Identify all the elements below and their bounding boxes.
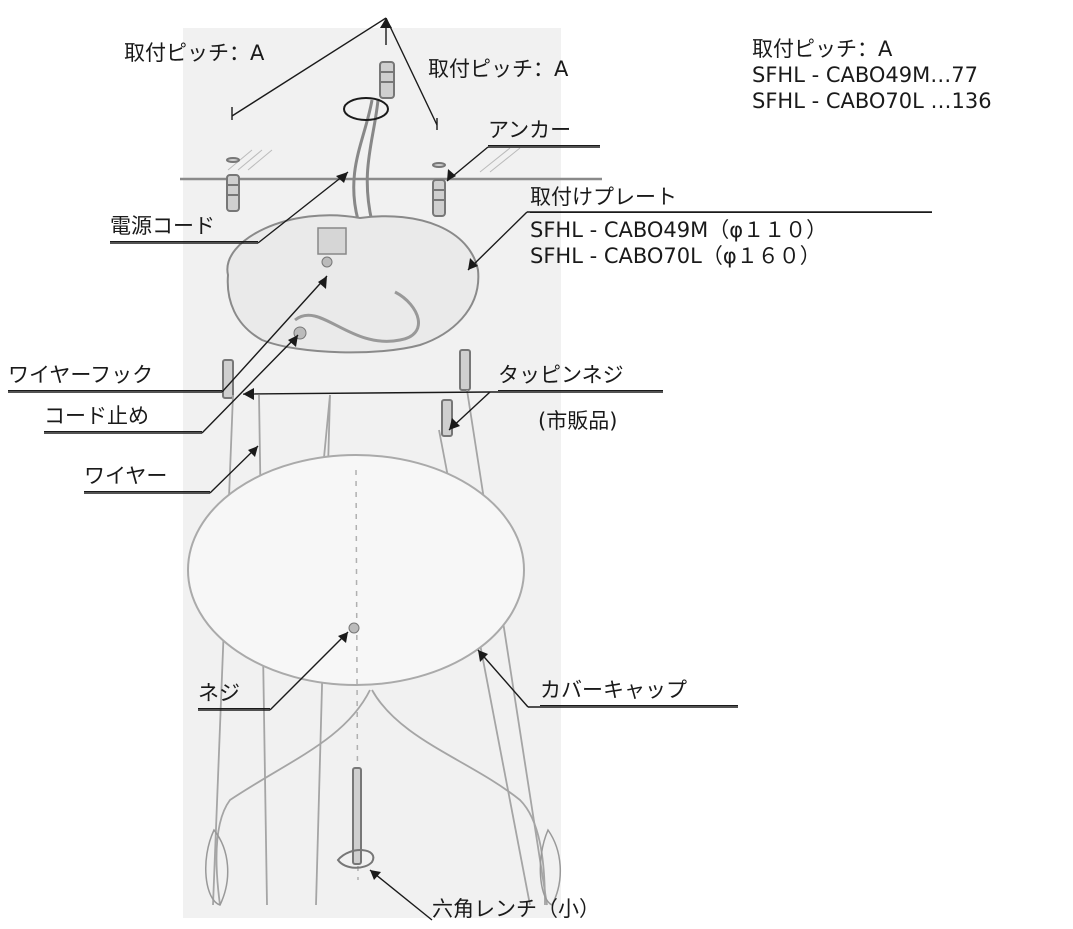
wire-hook-point <box>321 256 333 268</box>
screw-label: ネジ <box>198 680 270 709</box>
plate-note-line2: SFHL - CABO70L（φ１６０） <box>530 244 821 268</box>
wire-loop-right <box>539 828 561 906</box>
cap-screw <box>348 622 360 634</box>
top-note: 取付ピッチ：A SFHL - CABO49M…77 SFHL - CABO70L… <box>752 36 992 114</box>
top-note-title: 取付ピッチ：A <box>752 37 893 61</box>
wire-label: ワイヤー <box>84 463 210 492</box>
plate-terminal <box>317 227 347 255</box>
cord-stop-label: コード止め <box>44 403 202 432</box>
cover-cap-label: カバーキャップ <box>540 677 738 706</box>
anchor-left <box>226 157 240 212</box>
hex-wrench-label: 六角レンチ（小） <box>432 897 600 921</box>
plate-cord <box>294 290 420 343</box>
wire-loop-left <box>204 828 229 906</box>
top-note-line1: SFHL - CABO49M…77 <box>752 63 978 87</box>
tapping-screw-note: (市販品) <box>538 409 618 433</box>
hex-wrench <box>336 767 375 869</box>
mounting-plate <box>226 214 480 354</box>
wire-hook-label: ワイヤーフック <box>8 362 222 391</box>
plate-note: 取付けプレート SFHL - CABO49M（φ１１０） SFHL - CABO… <box>530 184 932 269</box>
pitch-label-right: 取付ピッチ：A <box>428 57 569 81</box>
power-cord-circle <box>343 97 389 121</box>
pitch-label-left: 取付ピッチ：A <box>124 41 265 65</box>
plate-note-title: 取付けプレート <box>530 184 932 213</box>
top-note-line2: SFHL - CABO70L …136 <box>752 89 992 113</box>
center-anchor <box>379 61 395 99</box>
arrow-heads <box>243 18 488 880</box>
anchor-label: アンカー <box>488 117 600 146</box>
lower-wires <box>215 689 546 906</box>
power-cord <box>352 99 380 223</box>
plate-note-line1: SFHL - CABO49M（φ１１０） <box>530 218 828 242</box>
anchor-right <box>432 162 446 217</box>
tapping-screw-label: タッピンネジ <box>498 362 663 391</box>
power-cord-label: 電源コード <box>110 213 258 242</box>
